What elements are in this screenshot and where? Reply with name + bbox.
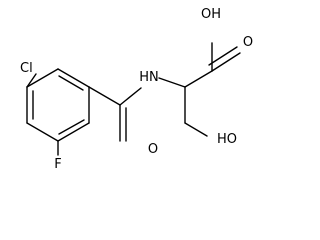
hydroxyl-ho-label: HO bbox=[217, 132, 237, 147]
ring-bond-right-lower bbox=[57, 122, 90, 142]
amine-nh-label: HN bbox=[139, 70, 159, 85]
carbonyl-to-nh-bond bbox=[119, 87, 142, 106]
substituent-bonds bbox=[26, 42, 241, 156]
ring-double-bond-upper-right bbox=[58, 75, 84, 91]
atom-labels: Cl F O HN OH O HO bbox=[20, 7, 253, 172]
ring-bond-top-right bbox=[26, 68, 59, 88]
carbonyl-oxygen-label: O bbox=[148, 142, 158, 157]
ring-bond-bottom-left bbox=[26, 122, 59, 142]
acid-c-double-o-bond-a bbox=[211, 52, 241, 72]
fluorine-label: F bbox=[54, 157, 61, 172]
molecule-structure-diagram: Cl F O HN OH O HO bbox=[20, 7, 253, 172]
ch2-to-ho-bond bbox=[184, 122, 208, 137]
acid-carbonyl-oxygen-label: O bbox=[243, 35, 253, 50]
benzene-ring bbox=[26, 68, 90, 142]
chlorine-label: Cl bbox=[20, 61, 33, 76]
acid-c-double-o-bond-b bbox=[208, 46, 238, 66]
alpha-to-acid-carbon-bond bbox=[184, 70, 213, 88]
acid-hydroxyl-label: OH bbox=[201, 7, 221, 22]
ring-to-carbonyl-bond bbox=[88, 86, 121, 106]
nh-to-alpha-carbon-bond bbox=[158, 77, 186, 88]
ring-double-bond-lower bbox=[58, 119, 85, 135]
ring-bond-top-left bbox=[57, 68, 90, 88]
cl-bond bbox=[26, 73, 37, 88]
